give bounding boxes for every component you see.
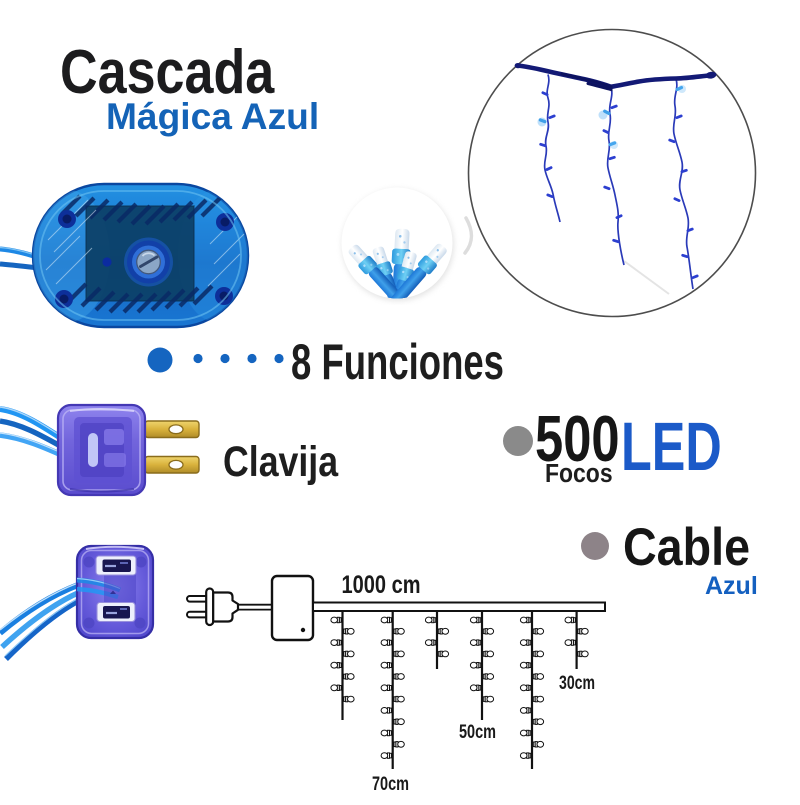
- svg-text:50cm: 50cm: [459, 722, 496, 743]
- svg-text:70cm: 70cm: [372, 774, 409, 795]
- svg-text:1000 cm: 1000 cm: [342, 571, 421, 599]
- svg-text:30cm: 30cm: [559, 673, 595, 694]
